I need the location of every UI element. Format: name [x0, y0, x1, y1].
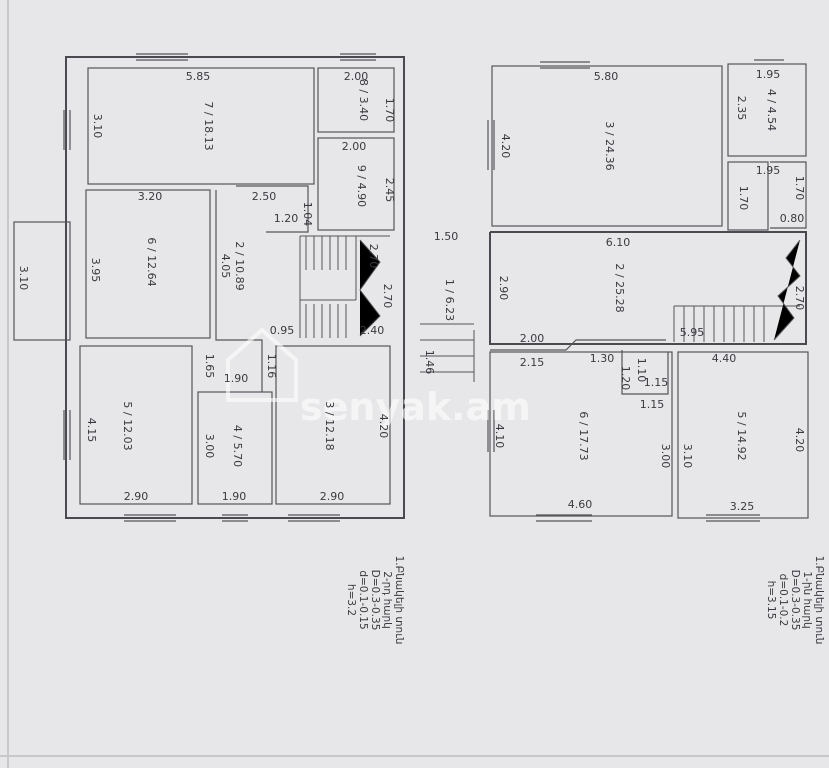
dimension-label: 2.90	[320, 490, 345, 503]
room-label: 4 / 4.54	[765, 89, 778, 131]
dimension-label: 2.90	[124, 490, 149, 503]
dimension-label: 3.00	[659, 444, 672, 469]
legend-line: 2-րդ հարկ	[381, 571, 393, 629]
dimension-label: 4.10	[493, 424, 506, 449]
legend-line: h=3.15	[765, 581, 777, 620]
dimension-label: 0.80	[780, 212, 805, 225]
dimension-label: 2.90	[497, 276, 510, 301]
dimension-label: 3.10	[91, 114, 104, 139]
dimension-label: 2.70	[381, 284, 394, 309]
dimension-label: 2.15	[520, 356, 545, 369]
legend-line: d=0.1-0.2	[777, 574, 789, 627]
dimension-label: 4.60	[568, 498, 593, 511]
dimension-label: 2.00	[342, 140, 367, 153]
left-floor-plan	[13, 53, 475, 522]
dimension-label: 1.95	[756, 164, 781, 177]
dimension-label: 3.00	[203, 434, 216, 459]
legend-line: d=0.1-0.15	[357, 570, 369, 629]
legend-line: D=0.3-0.35	[789, 570, 801, 631]
right-floor-plan	[487, 59, 809, 522]
watermark-logo: senyak.am	[226, 327, 531, 429]
room-label: 1 / 6.23	[443, 279, 456, 321]
dimension-label: 1.20	[274, 212, 299, 225]
legend-line: 1-ին հարկ	[801, 571, 813, 628]
room-label: 3 / 24.36	[603, 121, 616, 170]
dimension-label: 5.95	[680, 326, 705, 339]
room-label: 5 / 14.92	[735, 411, 748, 460]
dimension-label: 1.15	[644, 376, 669, 389]
dimension-label: 0.95	[270, 324, 295, 337]
room-label: 4 / 5.70	[231, 425, 244, 467]
dimension-label: 4.15	[85, 418, 98, 443]
dimension-label: 1.70	[793, 176, 806, 201]
dimension-label: 1.16	[265, 354, 278, 379]
dimension-label: 4.40	[712, 352, 737, 365]
room-label: 8 / 3.40	[357, 79, 370, 121]
room-label: 2 / 10.89	[233, 241, 246, 290]
legend-line: D=0.3-0.35	[369, 570, 381, 631]
legend-line: 1.Բնակելի տուն	[393, 556, 405, 645]
dimension-label: 1.90	[222, 490, 247, 503]
dimension-label: 1.65	[203, 354, 216, 379]
room-label: 6 / 12.64	[145, 237, 158, 286]
room-label: 5 / 12.03	[121, 401, 134, 450]
dimension-label: 2.40	[360, 324, 385, 337]
dimension-label: 1.10	[635, 358, 648, 383]
dimension-label: 1.20	[619, 366, 632, 391]
dimension-label: 3.10	[681, 444, 694, 469]
dimension-label: 1.70	[383, 98, 396, 123]
dimension-label: 1.70	[737, 186, 750, 211]
dimension-label: 2.70	[793, 286, 806, 311]
dimension-label: 5.80	[594, 70, 619, 83]
room-label: 7 / 18.13	[202, 101, 215, 150]
legend-line: h=3.2	[345, 584, 357, 616]
legend-line: 1.Բնակելի տուն	[813, 556, 825, 645]
dimension-label: 1.30	[590, 352, 615, 365]
dimension-label: 1.46	[423, 350, 436, 375]
dimension-label: 3.20	[138, 190, 163, 203]
dimension-label: 1.50	[434, 230, 459, 243]
dimension-label: 2.45	[383, 178, 396, 203]
dimension-label: 3.10	[17, 266, 30, 291]
dimension-label: 4.20	[499, 134, 512, 159]
dimension-label: 2.00	[520, 332, 545, 345]
dimension-label: 2.70	[367, 244, 380, 269]
dimension-label: 4.20	[377, 414, 390, 439]
dimension-label: 2.50	[252, 190, 277, 203]
room-label: 3 / 12.18	[323, 401, 336, 450]
dimension-label: 1.90	[224, 372, 249, 385]
dimension-label: 1.95	[756, 68, 781, 81]
dimension-label: 2.00	[344, 70, 369, 83]
dimension-label: 5.85	[186, 70, 211, 83]
dimension-label: 1.04	[301, 202, 314, 227]
dimension-label: 4.05	[219, 254, 232, 279]
dimension-label: 1.15	[640, 398, 665, 411]
dimension-label: 6.10	[606, 236, 631, 249]
room-label: 6 / 17.73	[577, 411, 590, 460]
dimension-label: 2.35	[735, 96, 748, 121]
dimension-label: 3.95	[89, 258, 102, 283]
room-label: 2 / 25.28	[613, 263, 626, 312]
room-label: 9 / 4.90	[355, 165, 368, 207]
dimension-label: 3.25	[730, 500, 755, 513]
watermark-text: senyak.am	[300, 385, 531, 429]
dimension-label: 4.20	[793, 428, 806, 453]
